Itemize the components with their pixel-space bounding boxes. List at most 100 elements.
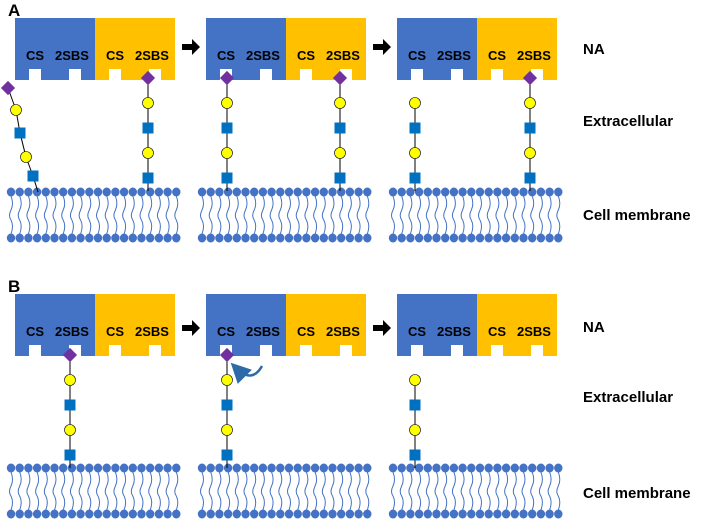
lipid-tail — [349, 495, 352, 511]
na-subunit-orange — [286, 18, 366, 80]
galactose-circle — [142, 147, 154, 159]
lipid-head — [441, 187, 450, 197]
lipid-tail — [434, 471, 439, 497]
binding-pocket — [149, 345, 161, 356]
lipid-head — [102, 463, 111, 473]
lipid-head — [441, 233, 450, 243]
site-label-cs: CS — [217, 48, 235, 63]
sialic-acid-diamond — [522, 70, 538, 86]
lipid-head — [172, 187, 181, 197]
lipid-tail — [556, 471, 561, 497]
lipid-head — [319, 463, 328, 473]
lipid-head — [41, 233, 50, 243]
lipid-tail — [19, 219, 22, 235]
lipid-head — [449, 187, 459, 197]
lipid-tail — [35, 195, 40, 221]
lipid-tail — [279, 219, 283, 235]
lipid-head — [475, 233, 485, 243]
lipid-tail — [234, 195, 239, 221]
lipid-tail — [148, 195, 153, 221]
binding-pocket — [451, 69, 463, 80]
lipid-head — [85, 187, 94, 197]
lipid-tail — [339, 471, 344, 497]
lipid-tail — [418, 219, 422, 235]
glycan-chain — [409, 97, 421, 191]
lipid-tail — [425, 195, 430, 221]
lipid-head — [119, 233, 129, 243]
lipid-tail — [9, 471, 13, 497]
lipid-tail — [401, 219, 404, 235]
galactose-circle — [409, 374, 421, 386]
binding-pocket — [69, 345, 81, 356]
lipid-tail — [330, 195, 335, 221]
lipid-tail — [365, 471, 370, 497]
lipid-head — [293, 187, 302, 197]
lipid-tail — [71, 495, 74, 511]
lipid-head — [388, 233, 398, 243]
glycan-chain — [140, 70, 156, 191]
lipid-tail — [243, 471, 248, 497]
lipid-head — [449, 233, 459, 243]
glcnac-square — [64, 449, 76, 461]
lipid-head — [467, 509, 476, 519]
lipid-tail — [132, 495, 135, 511]
panel-letter-b: B — [8, 277, 20, 296]
lipid-head — [397, 463, 406, 473]
lipid-tail — [505, 495, 509, 511]
lipid-tail — [297, 495, 300, 511]
lipid-tail — [156, 195, 161, 221]
transfer-arrow-icon — [230, 362, 264, 384]
lipid-head — [32, 233, 42, 243]
lipid-head — [432, 463, 441, 473]
lipid-head — [215, 233, 224, 243]
lipid-tail — [434, 195, 439, 221]
lipid-tail — [139, 195, 144, 221]
lipid-tail — [262, 495, 265, 511]
lipid-head — [528, 509, 537, 519]
binding-pocket — [451, 345, 463, 356]
lipid-tail — [175, 219, 179, 235]
lipid-head — [6, 233, 16, 243]
lipid-tail — [234, 471, 239, 497]
lipid-tail — [260, 471, 265, 497]
lipid-tail — [262, 219, 265, 235]
lipid-head — [441, 463, 450, 473]
lipid-tail — [540, 495, 543, 511]
lipid-tail — [279, 495, 283, 511]
cell-membrane — [388, 463, 563, 519]
lipid-head — [310, 187, 320, 197]
lipid-tail — [366, 219, 370, 235]
lipid-tail — [556, 195, 561, 221]
lipid-head — [493, 509, 502, 519]
lipid-head — [363, 509, 372, 519]
lipid-tail — [451, 195, 456, 221]
lipid-tail — [141, 219, 144, 235]
galactose-circle — [334, 147, 346, 159]
lipid-tail — [19, 495, 22, 511]
site-label-2sbs: 2SBS — [326, 324, 360, 339]
lipid-head — [163, 463, 172, 473]
lipid-head — [397, 233, 406, 243]
lipid-tail — [78, 195, 83, 221]
site-label-cs: CS — [488, 48, 506, 63]
lipid-tail — [87, 471, 92, 497]
binding-pocket — [109, 345, 121, 356]
lipid-head — [59, 187, 68, 197]
lipid-tail — [460, 471, 465, 497]
lipid-tail — [347, 471, 352, 497]
lipid-head — [146, 463, 155, 473]
lipid-head — [397, 187, 406, 197]
lipid-tail — [26, 471, 31, 497]
glcnac-square — [409, 122, 421, 134]
lipid-tail — [54, 495, 57, 511]
binding-pocket — [531, 345, 543, 356]
lipid-head — [15, 187, 24, 197]
lipid-head — [510, 463, 519, 473]
lipid-head — [501, 509, 511, 519]
lipid-head — [510, 233, 519, 243]
lipid-tail — [531, 219, 535, 235]
lipid-head — [137, 233, 146, 243]
lipid-head — [6, 187, 16, 197]
lipid-tail — [227, 219, 231, 235]
